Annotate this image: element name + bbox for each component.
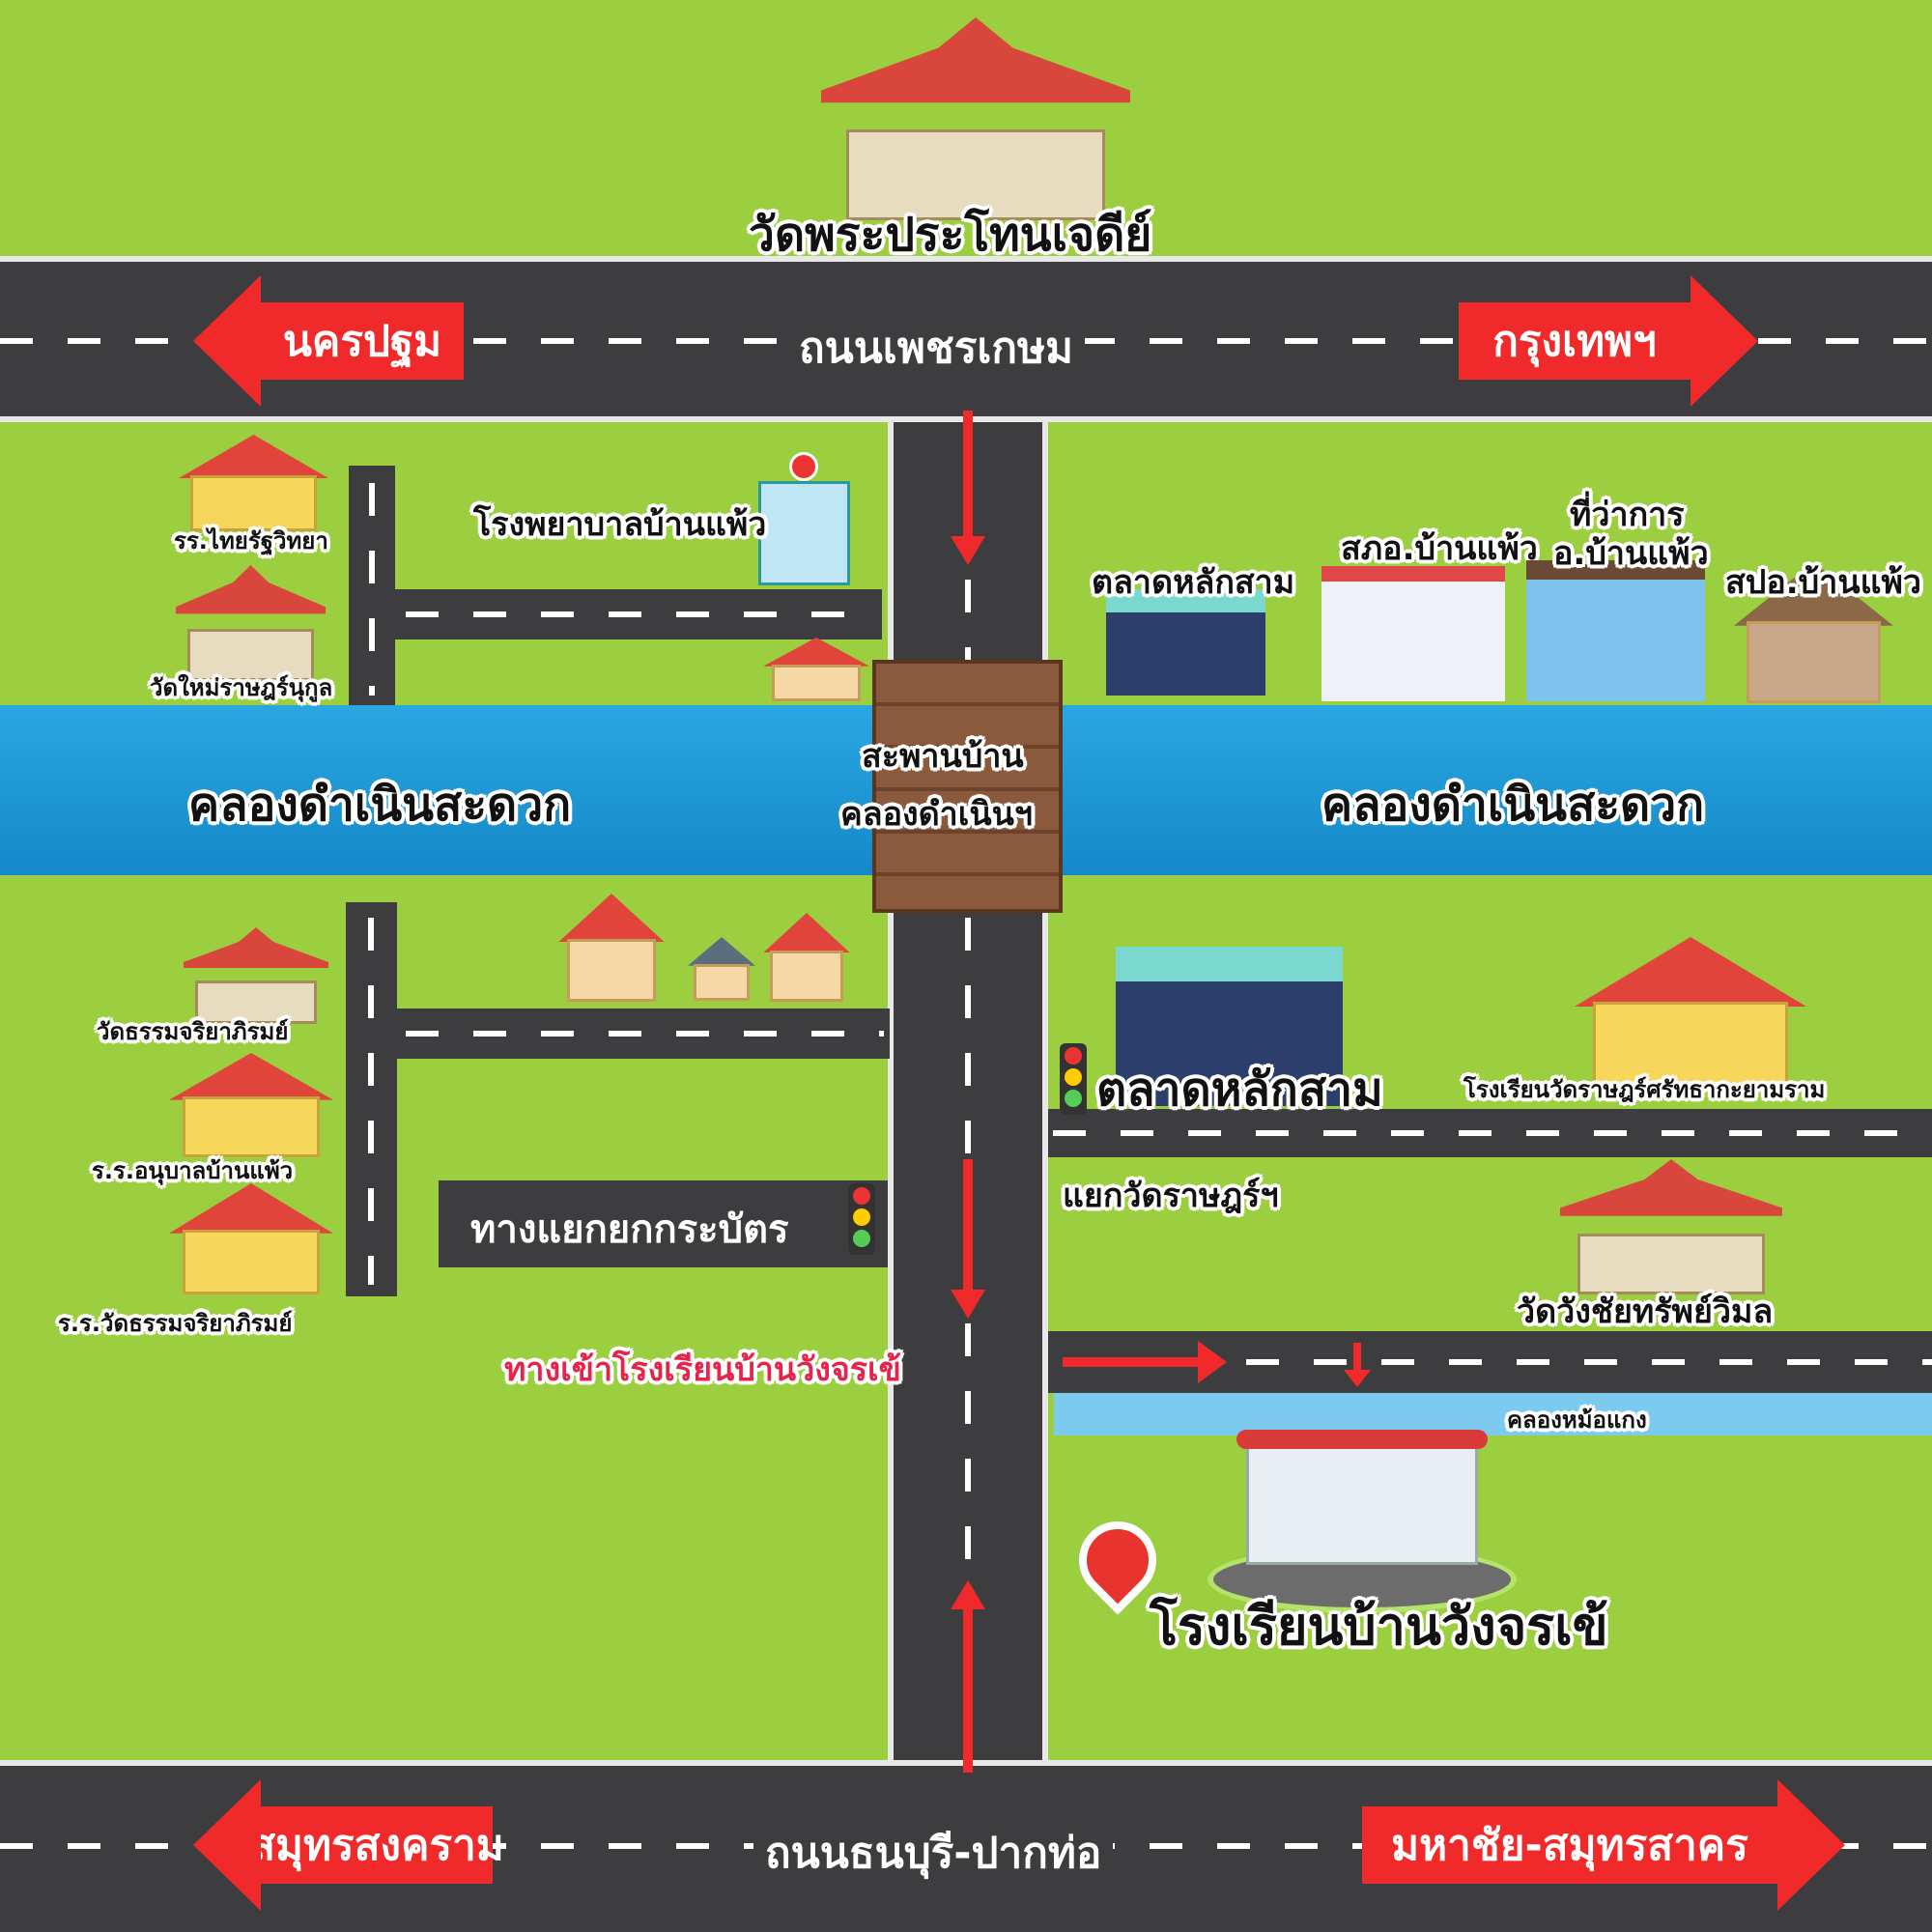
temple-icon <box>184 927 328 1024</box>
route-arrowhead <box>951 1580 985 1609</box>
destination-school-icon <box>1236 1401 1488 1565</box>
temple-icon <box>176 565 326 681</box>
entrance-label: ทางเข้าโรงเรียนบ้านวังจรเข้ <box>504 1350 901 1389</box>
traffic-light-icon <box>1060 1043 1087 1115</box>
wat-wang-label: วัดวังชัยทรัพย์วิมล <box>1517 1293 1774 1331</box>
market-bottom-label: ตลาดหลักสาม <box>1096 1063 1383 1117</box>
district-office-label-1: ที่ว่าการ <box>1570 496 1685 534</box>
wat-thammajariya-label: วัดธรรมจริยาภิรมย์ <box>97 1018 289 1045</box>
wat-mai-label: วัดใหม่ราษฎร์นุกูล <box>150 674 333 701</box>
hospital-icon <box>739 452 869 585</box>
river-label-left: คลองดำเนินสะดวก <box>188 778 572 832</box>
school-icon <box>169 1053 333 1157</box>
route-arrow-right <box>1063 1357 1208 1367</box>
house-icon <box>558 894 665 1002</box>
direction-nakhon-pathom: นครปฐม <box>193 275 464 407</box>
route-arrow-down-small <box>1353 1343 1361 1372</box>
school-thairat-label: รร.ไทยรัฐวิทยา <box>174 527 328 554</box>
direction-label: สมุทรสงคราม <box>249 1821 504 1870</box>
hospital-label: โรงพยาบาลบ้านแพ้ว <box>473 505 767 544</box>
route-arrow-down <box>963 1159 973 1294</box>
junction-wat-rat-label: แยกวัดราษฎร์ฯ <box>1063 1177 1279 1215</box>
house-icon <box>688 937 755 1001</box>
police-station-icon <box>1321 566 1505 701</box>
bridge-label-1: สะพานบ้าน <box>862 737 1024 776</box>
spo-building-icon <box>1734 562 1893 703</box>
route-arrowhead <box>951 536 985 565</box>
direction-label: นครปฐม <box>282 317 442 366</box>
market-top-label: ตลาดหลักสาม <box>1092 563 1295 602</box>
district-office-label-2: อ.บ้านแพ้ว <box>1553 534 1709 573</box>
route-arrow-up <box>963 1608 973 1773</box>
school-wat-thamma-label: ร.ร.วัดธรรมจริยาภิรมย์ <box>58 1310 293 1337</box>
house-icon <box>763 638 869 701</box>
phetkasem-road-label: ถนนเพชรเกษม <box>787 314 1086 382</box>
canal-mo-kaeng-label: คลองหม้อแกง <box>1507 1406 1647 1434</box>
bridge <box>872 660 1063 913</box>
route-arrow-down <box>963 411 973 541</box>
school-icon <box>169 1183 333 1294</box>
route-arrowhead <box>1344 1370 1371 1387</box>
route-arrowhead <box>1198 1341 1227 1383</box>
canal-mo-kaeng <box>1054 1393 1932 1435</box>
school-icon <box>179 435 328 531</box>
spo-label: สปอ.บ้านแพ้ว <box>1725 563 1922 602</box>
temple-icon <box>1560 1159 1782 1294</box>
direction-mahachai: มหาชัย-สมุทรสาคร <box>1362 1779 1845 1911</box>
market-icon <box>1106 589 1265 696</box>
route-arrowhead <box>951 1290 985 1319</box>
junction-yokkrabat-label: ทางแยกยกกระบัตร <box>459 1198 801 1260</box>
direction-label: มหาชัย-สมุทรสาคร <box>1391 1821 1748 1870</box>
bridge-label-2: คลองดำเนินฯ <box>840 795 1033 834</box>
direction-samut-songkhram: สมุทรสงคราม <box>193 1779 504 1911</box>
house-icon <box>763 913 850 1002</box>
thonburi-road-label: ถนนธนบุรี-ปากท่อ <box>753 1819 1114 1887</box>
school-wat-rat-label: โรงเรียนวัดราษฎร์ศรัทธากะยามราม <box>1463 1076 1826 1103</box>
school-anuban-label: ร.ร.อนุบาลบ้านแพ้ว <box>92 1157 294 1184</box>
destination-label: โรงเรียนบ้านวังจรเข้ <box>1150 1596 1608 1657</box>
river-label-right: คลองดำเนินสะดวก <box>1321 778 1705 832</box>
market-icon <box>1116 947 1343 1106</box>
school-icon <box>1575 937 1806 1092</box>
wat-phra-prathon-icon <box>821 17 1130 220</box>
wat-phra-prathon-label: วัดพระประโทนเจดีย์ <box>749 208 1152 262</box>
direction-bangkok: กรุงเทพฯ <box>1459 275 1758 407</box>
police-label: สภอ.บ้านแพ้ว <box>1341 529 1538 568</box>
direction-label: กรุงเทพฯ <box>1492 317 1657 366</box>
district-office-icon <box>1526 560 1705 701</box>
traffic-light-icon <box>848 1183 875 1255</box>
